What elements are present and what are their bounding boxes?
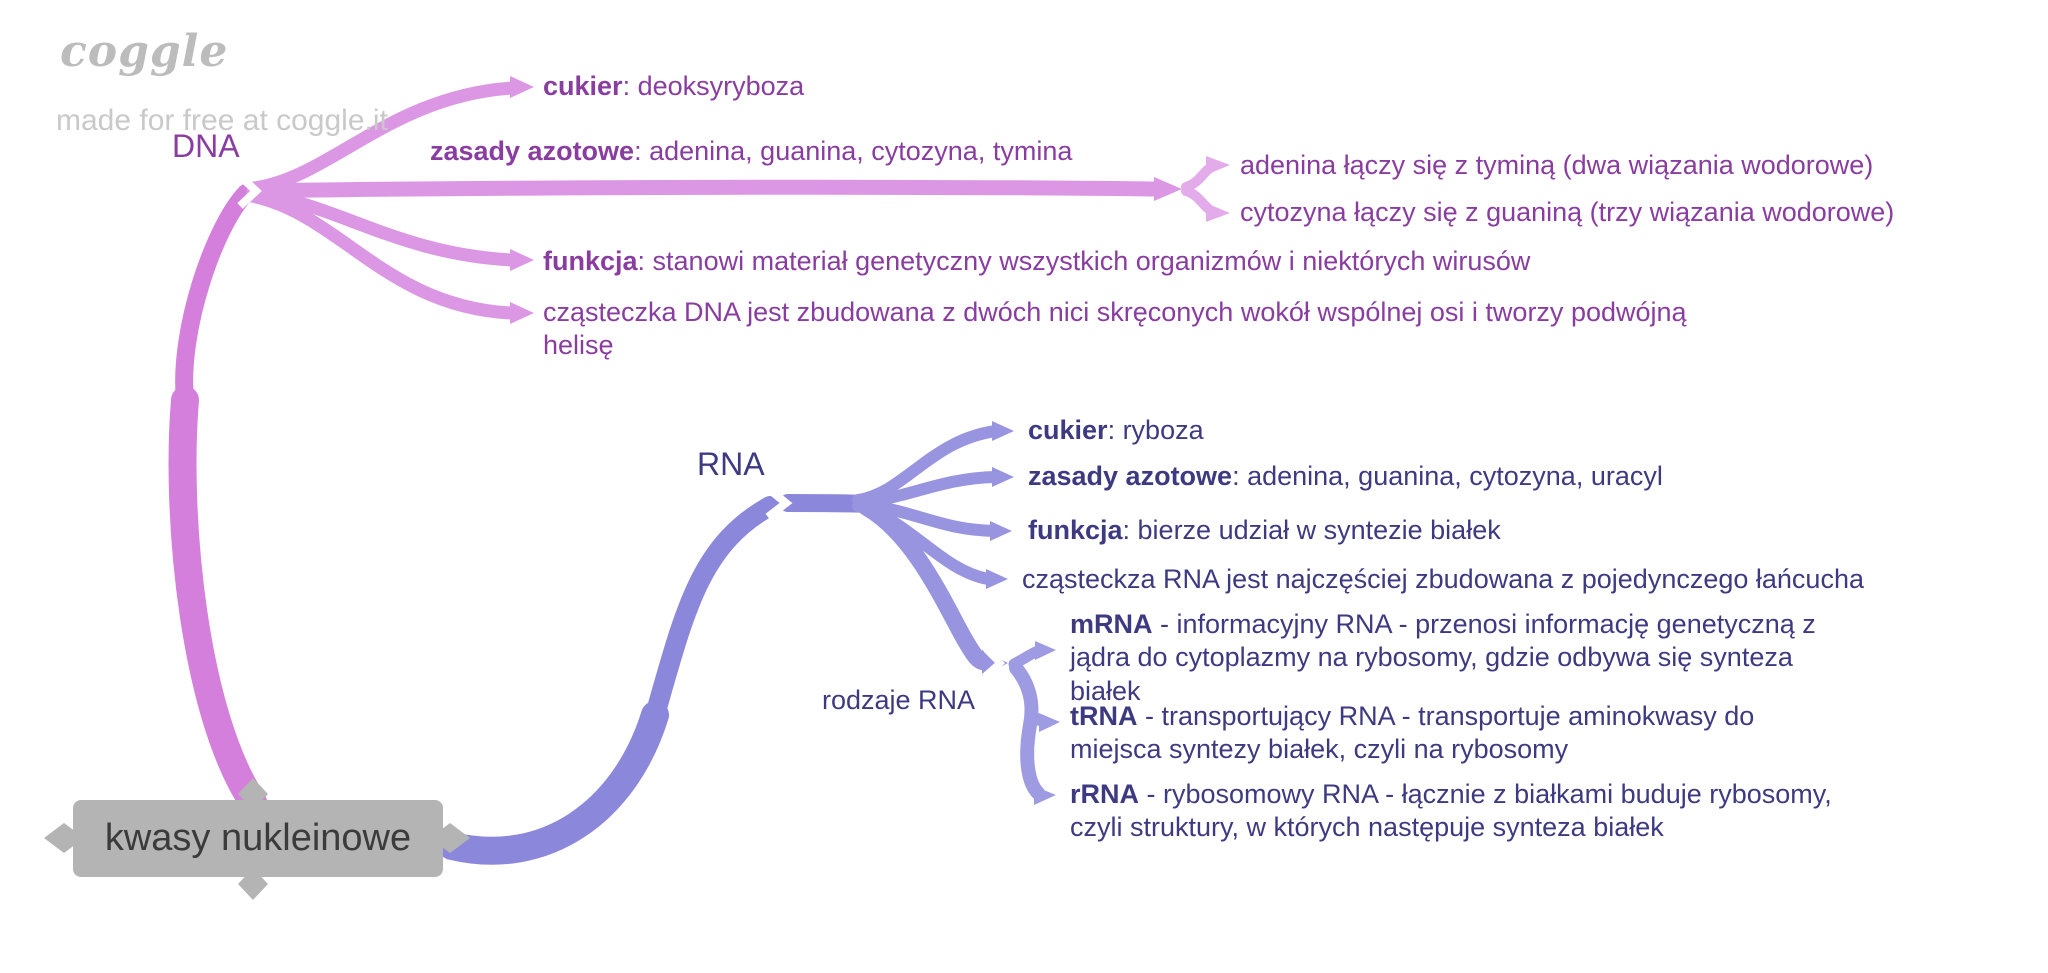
dna-pair-cg-arrow-icon: [1206, 203, 1230, 222]
node-rrna-keyword: rRNA: [1070, 779, 1140, 809]
rna-mrna-arrow-icon: [1035, 641, 1056, 660]
node-trna[interactable]: tRNA - transportujący RNA - transportuje…: [1070, 700, 1754, 767]
dna-budowa-arrow-icon: [510, 302, 534, 324]
node-dna-zasady-keyword: zasady azotowe: [430, 136, 635, 166]
node-dna-zasady[interactable]: zasady azotowe: adenina, guanina, cytozy…: [430, 135, 1072, 168]
rna-junction-chevron-icon: [765, 486, 793, 521]
rna-trna-arrow-icon: [1039, 713, 1060, 732]
node-rna-funkcja-keyword: funkcja: [1028, 515, 1123, 545]
node-trna-keyword: tRNA: [1070, 701, 1138, 731]
dna-branch-label[interactable]: DNA: [172, 128, 240, 164]
dna-funkcja-arrow-icon: [510, 249, 534, 271]
rna-cukier-arrow-icon: [992, 421, 1014, 441]
node-rna-funkcja[interactable]: funkcja: bierze udział w syntezie białek: [1028, 514, 1501, 547]
dna-zasady-branch[interactable]: [246, 179, 1164, 199]
dna-trunk-branch-upper[interactable]: [175, 184, 255, 409]
node-dna-budowa[interactable]: cząsteczka DNA jest zbudowana z dwóch ni…: [543, 297, 1687, 361]
rna-rodzaje-branch[interactable]: [857, 498, 993, 671]
node-dna-funkcja-keyword: funkcja: [543, 246, 638, 276]
rna-trunk-branch-lower[interactable]: [438, 701, 669, 865]
dna-cukier-branch[interactable]: [247, 81, 519, 195]
node-dna-cukier-keyword: cukier: [543, 71, 623, 101]
node-rna-cukier-keyword: cukier: [1028, 415, 1108, 445]
root-node-kwasy-nukleinowe[interactable]: kwasy nukleinowe: [73, 800, 443, 877]
node-rna-budowa[interactable]: cząsteckza RNA jest najczęściej zbudowan…: [1022, 564, 1864, 594]
dna-trunk-branch-lower[interactable]: [168, 386, 267, 816]
node-trna-value: - transportujący RNA - transportuje amin…: [1070, 701, 1755, 765]
node-rodzaje-rna-label[interactable]: rodzaje RNA: [822, 685, 976, 715]
node-dna-cukier-value: : deoksyryboza: [622, 71, 805, 101]
node-dna-zasady-value: : adenina, guanina, cytozyna, tymina: [634, 136, 1073, 166]
node-dna-pair-adenina-tymina[interactable]: adenina łączy się z tyminą (dwa wiązania…: [1240, 150, 1874, 180]
dna-zasady-arrow-icon: [1154, 177, 1182, 201]
rna-budowa-arrow-icon: [986, 569, 1008, 589]
dna-budowa-branch[interactable]: [245, 189, 517, 320]
node-dna-funkcja-value: : stanowi materiał genetyczny wszystkich…: [637, 246, 1531, 276]
node-rna-zasady-keyword: zasady azotowe: [1028, 461, 1233, 491]
rna-rodzaje-trunk-branch[interactable]: [1009, 661, 1045, 800]
rna-rrna-arrow-icon: [1034, 786, 1056, 805]
coggle-logo: coggle: [60, 26, 229, 77]
node-rna-cukier-value: : ryboza: [1107, 415, 1204, 445]
dna-funkcja-branch[interactable]: [247, 187, 519, 267]
dna-pair-at-arrow-icon: [1206, 156, 1230, 175]
coggle-tagline: made for free at coggle.it: [56, 104, 388, 137]
rna-branch-label[interactable]: RNA: [697, 446, 765, 482]
rna-funkcja-arrow-icon: [990, 521, 1012, 541]
node-rna-zasady[interactable]: zasady azotowe: adenina, guanina, cytozy…: [1028, 460, 1663, 493]
node-rrna[interactable]: rRNA - rybosomowy RNA - łącznie z białka…: [1070, 778, 1832, 845]
node-mrna-keyword: mRNA: [1070, 609, 1153, 639]
node-dna-cukier[interactable]: cukier: deoksyryboza: [543, 70, 804, 103]
node-mrna[interactable]: mRNA - informacyjny RNA - przenosi infor…: [1070, 608, 1816, 708]
rna-zasady-branch[interactable]: [856, 471, 1002, 508]
rna-mrna-branch[interactable]: [1008, 645, 1044, 670]
node-rna-funkcja-value: : bierze udział w syntezie białek: [1122, 515, 1501, 545]
node-rrna-value: - rybosomowy RNA - łącznie z białkami bu…: [1070, 779, 1832, 843]
node-rna-zasady-value: : adenina, guanina, cytozyna, uracyl: [1232, 461, 1663, 491]
node-dna-pair-cytozyna-guanina[interactable]: cytozyna łączy się z guaniną (trzy wiąza…: [1240, 197, 1895, 227]
rodzaje-junction-chevron-icon: [981, 646, 1006, 680]
root-node-label: kwasy nukleinowe: [104, 817, 412, 859]
dna-cukier-arrow-icon: [510, 76, 534, 98]
rna-trunk-branch-upper[interactable]: [645, 496, 780, 725]
rna-zasady-arrow-icon: [992, 467, 1014, 487]
node-rna-cukier[interactable]: cukier: ryboza: [1028, 414, 1204, 447]
node-mrna-value: - informacyjny RNA - przenosi informację…: [1070, 609, 1816, 706]
node-dna-funkcja[interactable]: funkcja: stanowi materiał genetyczny wsz…: [543, 245, 1530, 278]
dna-junction-chevron-icon: [237, 173, 262, 209]
